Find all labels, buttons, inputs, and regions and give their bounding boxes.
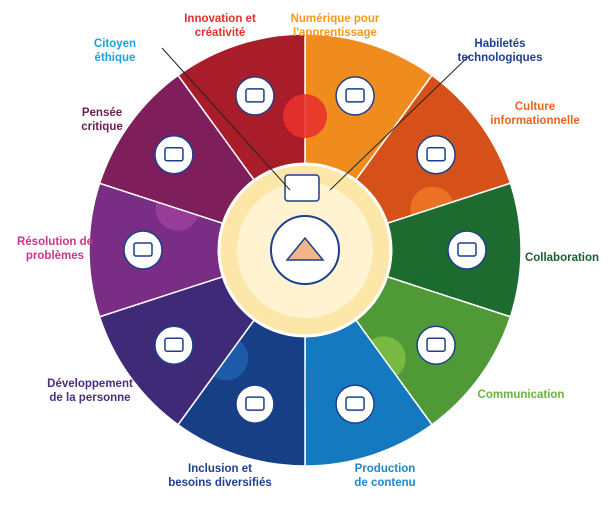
people-gear-icon xyxy=(447,230,487,270)
network-icon-glyph xyxy=(164,337,184,352)
label-numerique: Numérique pour l'apprentissage xyxy=(290,13,380,39)
puzzle-piece-people-gear xyxy=(302,182,522,318)
screen-icon xyxy=(335,76,375,116)
label-resolution: Résolution de problèmes xyxy=(16,236,94,262)
cycle-icon xyxy=(235,384,275,424)
thinking-icon xyxy=(154,135,194,175)
video-icon-glyph xyxy=(345,396,365,411)
label-innovation: Innovation et créativité xyxy=(184,13,256,39)
target-icon-glyph xyxy=(133,242,153,257)
label-developpement: Développement de la personne xyxy=(47,378,133,404)
label-culture: Culture informationnelle xyxy=(490,101,580,127)
document-icon xyxy=(416,135,456,175)
lightbulb-icon-glyph xyxy=(245,88,265,103)
computer-icon xyxy=(284,174,320,202)
label-production: Production de contenu xyxy=(354,463,416,489)
network-icon xyxy=(154,325,194,365)
label-habiletes: Habiletés technologiques xyxy=(457,38,543,64)
label-communication: Communication xyxy=(477,389,565,401)
screen-icon-glyph xyxy=(345,88,365,103)
label-citoyen: Citoyen éthique xyxy=(93,38,137,64)
hands-glyph xyxy=(285,236,325,261)
target-icon xyxy=(123,230,163,270)
label-inclusion: Inclusion et besoins diversifiés xyxy=(168,463,272,489)
document-icon-glyph xyxy=(426,147,446,162)
thinking-icon-glyph xyxy=(164,147,184,162)
pointer-line-citoyen xyxy=(161,47,291,191)
cycle-icon-glyph xyxy=(245,396,265,411)
puzzle-knob xyxy=(283,94,327,139)
label-pensee: Pensée critique xyxy=(81,107,123,133)
chat-icon-glyph xyxy=(426,337,446,352)
label-collaboration: Collaboration xyxy=(524,252,600,264)
video-icon xyxy=(335,384,375,424)
chat-icon xyxy=(416,325,456,365)
puzzle-piece-target xyxy=(88,182,308,318)
people-gear-icon-glyph xyxy=(457,242,477,257)
lightbulb-icon xyxy=(235,76,275,116)
pointer-line-habiletes xyxy=(329,54,471,191)
